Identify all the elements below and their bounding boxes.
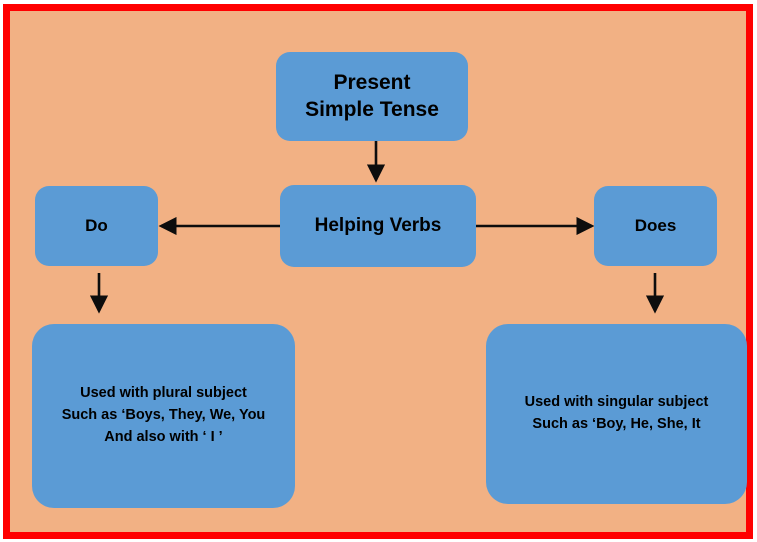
node-present-simple-tense[interactable]: Present Simple Tense (276, 52, 468, 141)
node-singular-subject-description[interactable]: Used with singular subject Such as ‘Boy,… (486, 324, 747, 504)
node-helping-verbs[interactable]: Helping Verbs (280, 185, 476, 267)
node-does[interactable]: Does (594, 186, 717, 266)
node-do[interactable]: Do (35, 186, 158, 266)
diagram-frame: Present Simple Tense Helping Verbs Do Do… (3, 4, 753, 539)
node-plural-subject-description[interactable]: Used with plural subject Such as ‘Boys, … (32, 324, 295, 508)
